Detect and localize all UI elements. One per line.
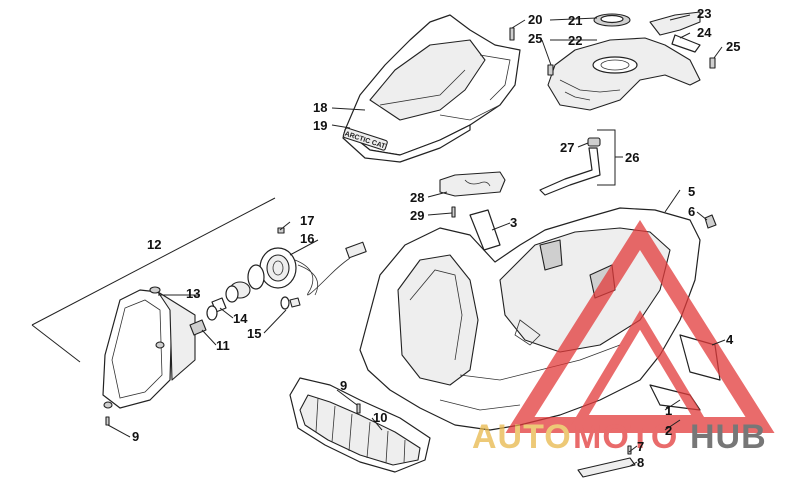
callout-9-headlight: 9	[132, 429, 139, 444]
screw-17	[277, 227, 285, 234]
hose-clamp	[587, 137, 601, 147]
decal	[342, 127, 388, 151]
clip-6	[704, 214, 717, 229]
callout-11: 11	[216, 338, 230, 353]
windshield-cover: ARCTIC CAT	[342, 14, 521, 163]
pin-29	[451, 206, 456, 218]
callouts: 1 2 3 4 5 6 7 8 9 9 10 11 12 13 14 15 16…	[132, 6, 740, 470]
watermark: AUTO MOTO HUB	[472, 220, 775, 456]
callout-23: 23	[697, 6, 711, 21]
callout-8: 8	[637, 455, 644, 470]
callout-1: 1	[665, 403, 672, 418]
callout-4: 4	[726, 332, 734, 347]
callout-16: 16	[300, 231, 314, 246]
callout-22: 22	[568, 33, 582, 48]
callout-3: 3	[510, 215, 517, 230]
connector-11	[189, 319, 207, 336]
callout-18: 18	[313, 100, 327, 115]
watermark-word-auto: AUTO	[472, 418, 572, 456]
callout-25b: 25	[726, 39, 740, 54]
callout-6: 6	[688, 204, 695, 219]
callout-29: 29	[410, 208, 424, 223]
bracket-3	[469, 209, 501, 251]
pin-9a	[105, 416, 110, 426]
pin-9b	[356, 403, 361, 414]
callout-26: 26	[625, 150, 639, 165]
callout-10: 10	[373, 410, 387, 425]
callout-13: 13	[186, 286, 200, 301]
callout-14: 14	[233, 311, 248, 326]
screw-20	[509, 27, 515, 41]
callout-27: 27	[560, 140, 574, 155]
callout-5: 5	[688, 184, 695, 199]
callout-17: 17	[300, 213, 314, 228]
screw-25a	[547, 64, 554, 76]
front-grille	[289, 377, 431, 473]
callout-15: 15	[247, 326, 261, 341]
callout-2: 2	[665, 423, 672, 438]
callout-20: 20	[528, 12, 542, 27]
callout-28: 28	[410, 190, 424, 205]
callout-9-grille: 9	[340, 378, 347, 393]
wire-connector	[345, 241, 367, 259]
callout-7: 7	[637, 439, 644, 454]
watermark-word-moto: MOTO	[573, 418, 678, 456]
fuel-cap-plate	[649, 11, 701, 36]
callout-19: 19	[313, 118, 327, 133]
leader-lines	[107, 14, 726, 467]
headlight-assembly	[31, 197, 367, 426]
screw-25b	[709, 57, 716, 69]
callout-21: 21	[568, 13, 582, 28]
badge-28	[439, 171, 506, 218]
tank-cover-assembly	[509, 11, 716, 111]
callout-12: 12	[147, 237, 161, 252]
bulb-15	[289, 297, 301, 308]
callout-25a: 25	[528, 31, 542, 46]
callout-24: 24	[697, 25, 712, 40]
watermark-word-hub: HUB	[690, 418, 767, 456]
hose-assembly	[539, 129, 616, 196]
